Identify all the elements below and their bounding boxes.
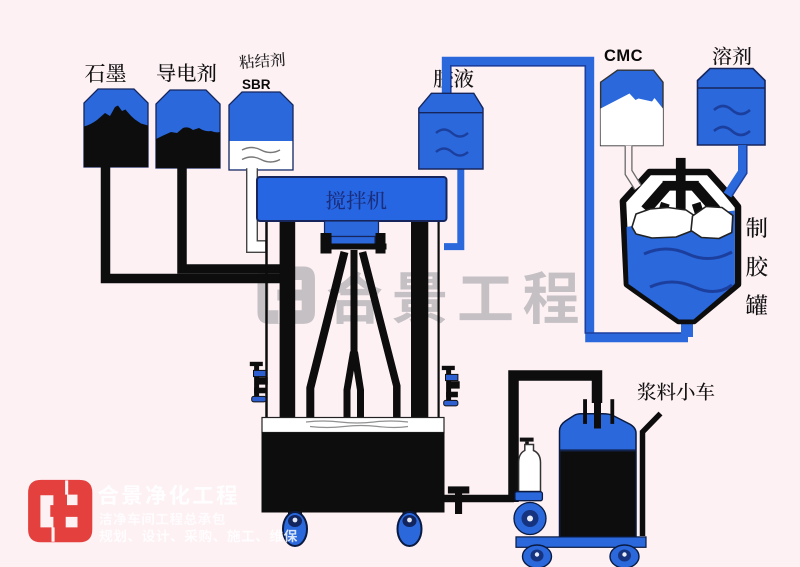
svg-text:SBR: SBR (242, 77, 271, 92)
svg-text:CMC: CMC (604, 47, 643, 65)
